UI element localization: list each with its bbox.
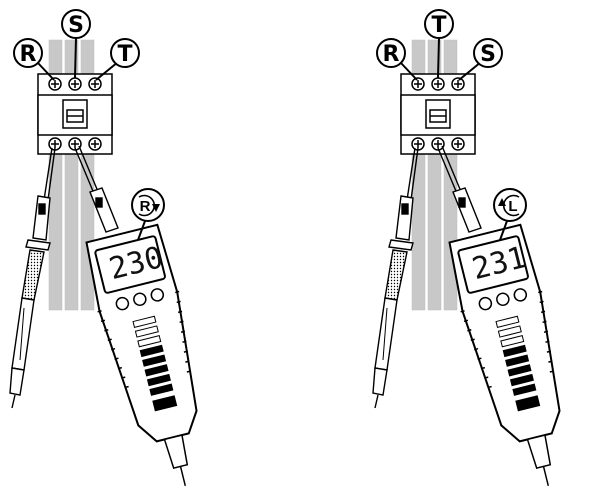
- terminal-label-circle: [13, 38, 43, 68]
- rotation-indicator-letter: R: [140, 198, 151, 215]
- button: [513, 288, 528, 302]
- button: [496, 292, 510, 306]
- screw-top-left-1: [48, 77, 62, 91]
- screw-bottom-left-1: [48, 137, 62, 151]
- screw-top-right-3: [451, 77, 465, 91]
- led-scale: [495, 315, 541, 412]
- screw-top-left-2: [68, 77, 82, 91]
- terminal-label-circle: [424, 9, 454, 39]
- voltage-tester-left: [85, 223, 198, 486]
- meter-lead-right: [437, 145, 482, 233]
- screw-bottom-left-2: [68, 137, 82, 151]
- panel-left: R S T: [9, 9, 198, 486]
- button: [133, 292, 147, 306]
- terminal-labels-right: [376, 9, 503, 81]
- terminal-label-circle: [473, 38, 503, 68]
- lcd-display: [457, 235, 529, 294]
- test-probe-left: [9, 147, 56, 409]
- arrow-up-icon: [498, 198, 506, 206]
- rotation-indicator-left: [131, 188, 165, 241]
- terminal-label: S: [480, 42, 496, 67]
- button: [115, 296, 130, 311]
- screw-top-right-1: [411, 77, 425, 91]
- rotation-indicator-right: [493, 188, 527, 241]
- button: [150, 288, 165, 302]
- arrow-down-icon: [152, 204, 160, 212]
- test-probe-right: [372, 147, 419, 409]
- terminal-label-circle: [110, 38, 140, 68]
- screw-top-left-3: [88, 77, 102, 91]
- led-scale: [132, 315, 178, 412]
- screw-top-right-2: [431, 77, 445, 91]
- terminal-label: S: [68, 13, 84, 38]
- screw-bottom-right-3: [451, 137, 465, 151]
- terminal-label: R: [383, 42, 400, 67]
- screw-bottom-right-2: [431, 137, 445, 151]
- rotation-indicator-letter: L: [508, 198, 517, 215]
- terminal-label: T: [431, 13, 446, 38]
- terminal-block-right: [400, 73, 476, 155]
- terminal-label: R: [20, 42, 37, 67]
- button: [478, 296, 493, 311]
- panel-right: R T S: [372, 9, 561, 486]
- terminal-block-left: [37, 73, 113, 155]
- terminal-labels-left: [13, 9, 140, 81]
- lcd-display: [94, 235, 166, 294]
- terminal-label: T: [117, 42, 132, 67]
- voltage-tester-right: [448, 223, 561, 486]
- screw-bottom-left-3: [88, 137, 102, 151]
- meter-lead-left: [74, 145, 119, 233]
- terminal-label-circle: [61, 9, 91, 39]
- terminal-label-circle: [376, 38, 406, 68]
